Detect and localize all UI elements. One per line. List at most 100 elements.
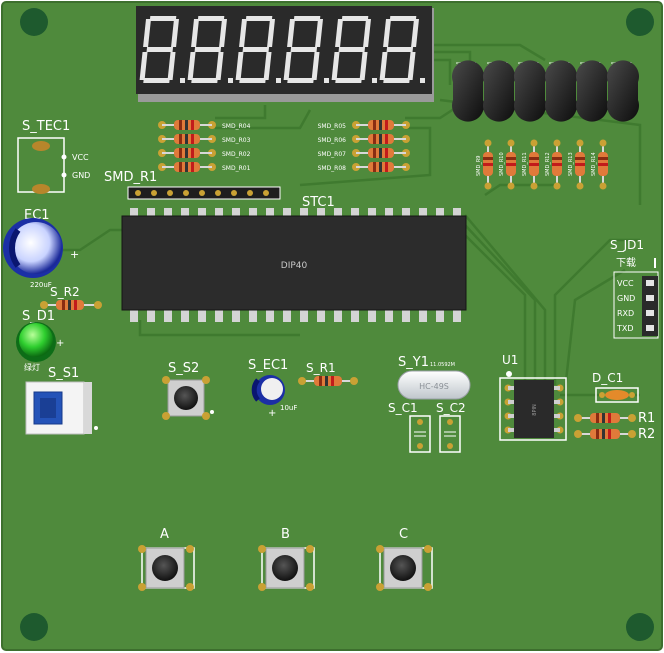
array-resistor-label: SMD_R04 [222, 123, 251, 130]
array-resistor-label: SMD_R03 [222, 137, 251, 144]
small-resistor-label: SMD_R11 [522, 152, 528, 176]
copper-traces [60, 43, 642, 397]
transistor [606, 60, 639, 122]
small-resistor [483, 139, 493, 190]
ec1-capacitor: EC1 + 220uF [3, 208, 79, 289]
jd-pin-label: TXD [616, 324, 634, 333]
array-resistor [158, 134, 216, 144]
small-resistor-label: SMD_R10 [499, 152, 505, 176]
s-r1-resistor: S_R1 [298, 361, 358, 386]
small-resistor-label: SMD_R9 [476, 156, 482, 177]
stc1-label: STC1 [302, 195, 335, 210]
array-resistor-label: SMD_R06 [318, 137, 347, 144]
s-r1-label: S_R1 [306, 361, 336, 375]
svg-text:+: + [70, 248, 79, 261]
r1-label: R1 [638, 411, 655, 426]
small-resistor [575, 139, 585, 190]
crystal-frequency: 11.0592M [430, 362, 455, 368]
crystal-body-marking: HC-49S [419, 382, 449, 391]
seven-segment-display: 8.8.8.8.8.8. [136, 6, 434, 102]
button-a-label: A [160, 527, 169, 542]
s-ec1-capacitor: S_EC1 10uF + [248, 358, 297, 419]
small-resistor [506, 139, 516, 190]
array-resistor [158, 120, 216, 130]
s-c2-label: S_C2 [436, 401, 466, 415]
button-c[interactable]: C [376, 527, 433, 591]
s-ec1-label: S_EC1 [248, 358, 288, 373]
small-resistor-label: SMD_R14 [591, 152, 597, 176]
s-r2-resistor: S_R2 [40, 285, 102, 310]
jd-pin-label: GND [617, 294, 635, 303]
u1-label: U1 [502, 353, 518, 367]
button-c-label: C [399, 527, 408, 542]
ec1-value: 220uF [30, 281, 52, 289]
small-resistor [598, 139, 608, 190]
array-resistor [352, 148, 410, 158]
r1-resistor: R1 [574, 411, 655, 426]
r2-label: R2 [638, 427, 655, 442]
small-resistor [529, 139, 539, 190]
s-c1-label: S_C1 [388, 401, 418, 415]
small-resistor-label: SMD_R12 [545, 152, 551, 176]
s-d1-label: S_D1 [22, 309, 55, 324]
transistor [452, 60, 484, 122]
array-resistor-label: SMD_R05 [318, 123, 347, 130]
display-digit: 8. [235, 16, 281, 83]
array-resistor-label: SMD_R02 [222, 151, 251, 158]
u1-chip: U1 8PIN [499, 353, 567, 441]
display-digit: 8. [139, 16, 185, 83]
s-r2-label: S_R2 [50, 285, 80, 299]
stc1-microcontroller: STC1 DIP40 [121, 195, 467, 322]
d-c1-capacitor: D_C1 [592, 371, 639, 403]
button-b-label: B [281, 527, 290, 542]
power-jack: S_TEC1 VCC GND [17, 119, 90, 194]
smd-r1-resistor-network: SMD_R1 [104, 170, 281, 200]
array-resistor-label: SMD_R01 [222, 165, 251, 172]
display-digit: 8. [283, 16, 329, 83]
small-resistor-row: SMD_R9 SMD_R10 SMD_R11 SMD_R12 SMD_R13 SMD_R1… [476, 139, 608, 190]
s-d1-led: S_D1 + 绿灯 [16, 309, 64, 372]
d-c1-label: D_C1 [592, 371, 623, 385]
mount-hole-top-left [20, 8, 48, 36]
s-s1-power-switch[interactable]: S_S1 [25, 366, 98, 435]
mount-hole-bottom-right [626, 613, 654, 641]
svg-text:+: + [56, 338, 64, 349]
dip40-marking: DIP40 [281, 261, 308, 271]
u1-chip-marking: 8PIN [532, 404, 538, 416]
mount-hole-bottom-left [20, 613, 48, 641]
button-a[interactable]: A [138, 527, 195, 591]
jd-pin-label: VCC [617, 279, 634, 288]
array-resistor [158, 148, 216, 158]
transistor [576, 60, 608, 122]
array-resistor [352, 120, 410, 130]
smd-r1-label: SMD_R1 [104, 170, 157, 185]
s-jd1-download-header[interactable]: S_JD1 下载 VCC GND RXD TXD [610, 238, 659, 339]
array-resistor [352, 162, 410, 172]
button-b[interactable]: B [258, 527, 315, 591]
transistor [483, 60, 515, 122]
transistor [544, 60, 577, 122]
mount-hole-top-right [626, 8, 654, 36]
tec-gnd-label: GND [72, 171, 90, 180]
s-ec1-value: 10uF [280, 404, 297, 412]
small-resistor-label: SMD_R13 [568, 152, 574, 176]
s-jd1-label: S_JD1 [610, 238, 644, 252]
s-tec1-label: S_TEC1 [22, 119, 70, 134]
s-s2-label: S_S2 [168, 361, 199, 376]
jd-pin-label: RXD [617, 309, 634, 318]
transistor [514, 60, 546, 122]
s-y1-crystal: S_Y1 11.0592M HC-49S [397, 355, 471, 400]
led-note: 绿灯 [24, 362, 40, 372]
download-label: 下载 [616, 257, 636, 269]
s-s2-button[interactable]: S_S2 [162, 361, 214, 420]
s-c2-capacitor: S_C2 [436, 401, 466, 453]
svg-text:+: + [268, 408, 276, 419]
transistor-row: SMD_Q1SMD_Q2SMD_Q3SMD_Q4SMD_Q5SMD_Q6 [452, 60, 639, 122]
display-digit: 8. [187, 16, 233, 83]
tec-vcc-label: VCC [72, 153, 89, 162]
s-c1-capacitor: S_C1 [388, 401, 431, 453]
